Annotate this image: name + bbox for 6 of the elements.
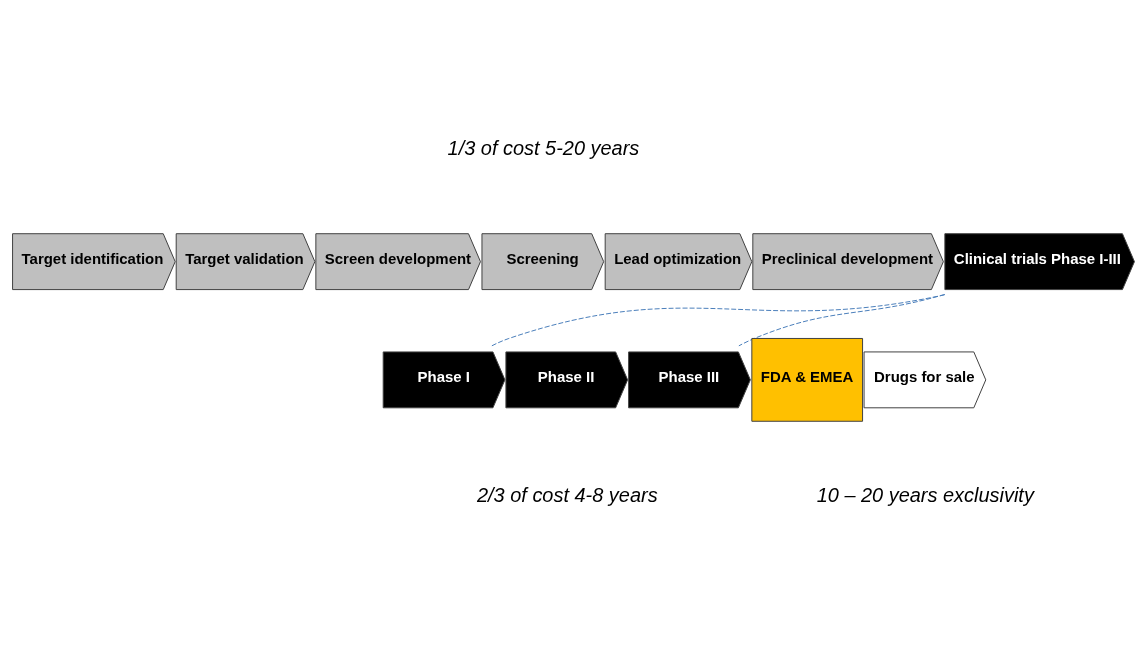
node-box: FDA & EMEA — [751, 337, 864, 422]
label: 1/3 of cost 5-20 years — [447, 136, 640, 159]
connector — [491, 293, 946, 346]
label: 10 – 20 years exclusivity — [816, 483, 1034, 506]
label: 2/3 of cost 4-8 years — [476, 483, 658, 506]
connector — [738, 293, 946, 346]
